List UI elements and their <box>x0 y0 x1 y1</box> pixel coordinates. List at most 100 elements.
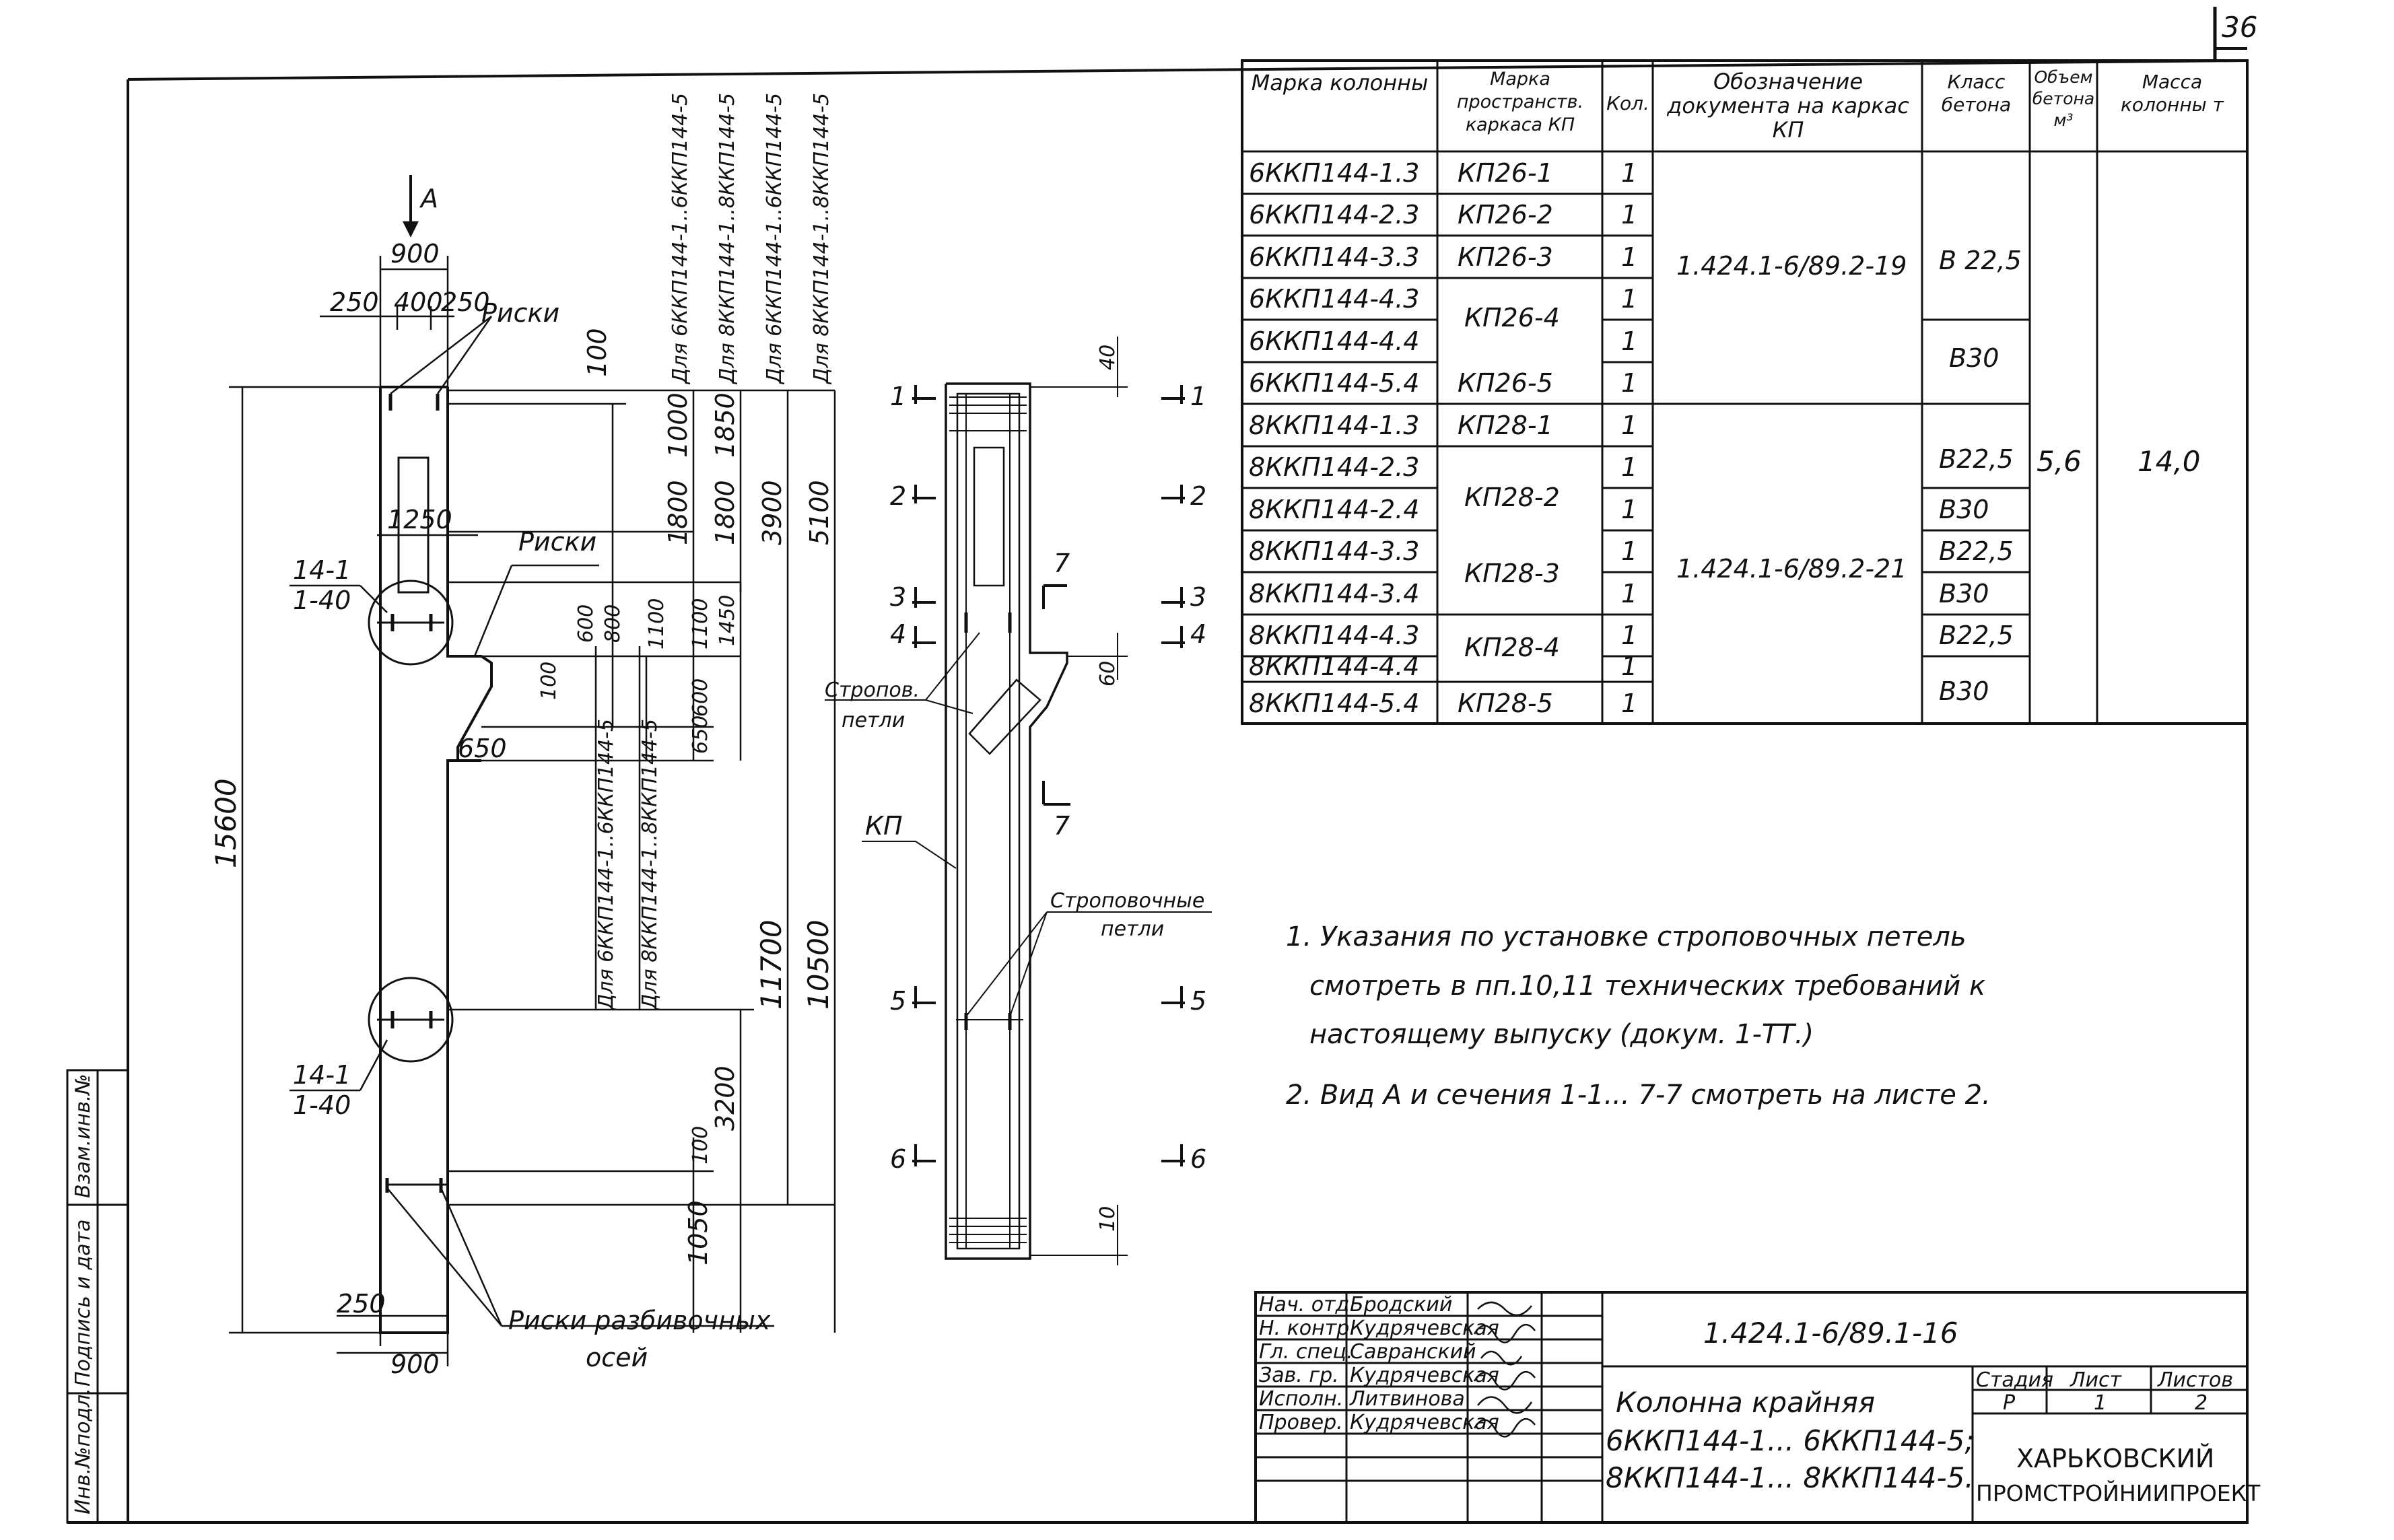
row-qty-11: 1 <box>1621 621 1637 650</box>
side-inv-podl: Инв.№подл. <box>71 1388 95 1514</box>
dim-900-bottom: 900 <box>390 1350 440 1379</box>
riski-bottom-1: Риски разбивочных <box>508 1306 771 1335</box>
row-mark-9: 8ККП144-3.3 <box>1249 536 1419 566</box>
label-6kkp-top2: Для 6ККП144-1..6ККП144-5 <box>763 93 786 385</box>
dim-100-low: 100 <box>689 1126 712 1164</box>
th-mass: Масса колонны т <box>2120 71 2224 116</box>
dim-1450: 1450 <box>716 595 739 646</box>
dim-1800-b: 1800 <box>710 480 740 545</box>
tb-doc-code: 1.424.1-6/89.1-16 <box>1703 1317 1958 1350</box>
strop-petli-1: Строповочные <box>1050 889 1204 913</box>
tb-role-2: Гл. спец. <box>1259 1340 1353 1364</box>
side-strip <box>66 1069 129 1524</box>
dim-1850: 1850 <box>710 392 740 458</box>
concrete-1: В30 <box>1949 343 1999 373</box>
row-kp-1: КП26-2 <box>1458 200 1553 230</box>
dim-800: 800 <box>601 604 625 643</box>
cut-4-right: 4 <box>1190 619 1206 649</box>
row-qty-12: 1 <box>1621 652 1637 681</box>
section-view <box>825 337 1212 1265</box>
dim-1100-b: 1100 <box>689 598 712 650</box>
concrete-3: В30 <box>1939 495 1989 524</box>
row-kp-2: КП26-3 <box>1458 242 1553 272</box>
strop-petli-short-1: Стропов. <box>825 678 920 702</box>
row-mark-10: 8ККП144-3.4 <box>1249 579 1419 608</box>
row-mark-5: 6ККП144-5.4 <box>1249 368 1419 398</box>
label-8kkp-top2: Для 8ККП144-1..8ККП144-5 <box>810 93 833 385</box>
dim-100-top: 100 <box>582 328 612 377</box>
cut-3-right: 3 <box>1190 582 1206 612</box>
riski-bottom-2: осей <box>586 1343 648 1372</box>
dim-3900: 3900 <box>757 480 787 545</box>
row-qty-8: 1 <box>1621 495 1637 524</box>
tb-sheets: 2 <box>2195 1391 2208 1415</box>
side-podpis: Подпись и дата <box>71 1220 95 1387</box>
cut-3-left: 3 <box>890 582 906 612</box>
cut-6-left: 6 <box>890 1144 906 1174</box>
tb-role-3: Зав. гр. <box>1259 1364 1339 1387</box>
callout-1-top: 14-1 <box>293 555 351 585</box>
row-mark-7: 8ККП144-2.3 <box>1249 452 1419 482</box>
tb-role-5: Провер. <box>1259 1411 1343 1434</box>
label-6kkp-mid: Для 6ККП144-1..6ККП144-5 <box>594 719 618 1011</box>
table-rows: 6ККП144-1.3 6ККП144-2.3 6ККП144-3.3 6ККП… <box>1249 158 2201 718</box>
tb-role-4: Исполн. <box>1259 1387 1343 1411</box>
tb-name-5: Кудрячевская <box>1350 1411 1499 1434</box>
dim-600: 600 <box>574 604 598 643</box>
row-mark-13: 8ККП144-5.4 <box>1249 689 1419 718</box>
row-qty-7: 1 <box>1621 452 1637 482</box>
callout-1-bottom: 1-40 <box>293 586 351 615</box>
row-mark-0: 6ККП144-1.3 <box>1249 158 1419 188</box>
concrete-7: В30 <box>1939 676 1989 706</box>
tb-name-1: Кудрячевская <box>1350 1317 1499 1340</box>
riski-mid: Риски <box>518 527 596 557</box>
view-a-label: A <box>419 184 438 213</box>
note-1-line-3: настоящему выпуску (докум. 1-ТТ.) <box>1309 1019 1814 1050</box>
dim-15600: 15600 <box>209 778 242 868</box>
row-kp-28-4: КП28-4 <box>1464 633 1560 662</box>
sheet-frame <box>67 7 2249 1524</box>
tb-stage-h: Стадия <box>1976 1368 2053 1392</box>
riski-top: Риски <box>481 298 559 328</box>
concrete-0: В 22,5 <box>1939 246 2022 275</box>
label-8kkp-mid: Для 8ККП144-1..8ККП144-5 <box>638 719 662 1011</box>
signatures <box>1473 1301 1536 1438</box>
row-qty-2: 1 <box>1621 242 1637 272</box>
side-vzam: Взам.инв.№ <box>71 1074 95 1198</box>
th-qty: Кол. <box>1606 92 1649 114</box>
dim-100-mid: 100 <box>537 662 561 700</box>
cut-2-left: 2 <box>890 481 906 511</box>
dim-1000: 1000 <box>663 392 693 458</box>
row-kp-6: КП28-1 <box>1458 411 1553 440</box>
row-kp-28-3: КП28-3 <box>1464 559 1560 588</box>
row-qty-5: 1 <box>1621 368 1637 398</box>
cut-1-right: 1 <box>1190 382 1206 411</box>
th-volume: Объем бетона м³ <box>2032 67 2095 130</box>
dim-400: 400 <box>394 287 443 317</box>
title-block <box>1254 1291 2249 1524</box>
row-qty-9: 1 <box>1621 536 1637 566</box>
row-mark-11: 8ККП144-4.3 <box>1249 621 1419 650</box>
row-mark-6: 8ККП144-1.3 <box>1249 411 1419 440</box>
dim-250-right: 250 <box>441 287 490 317</box>
dim-5100: 5100 <box>805 480 834 545</box>
row-mark-1: 6ККП144-2.3 <box>1249 200 1419 230</box>
volume: 5,6 <box>2037 445 2082 478</box>
row-mark-8: 8ККП144-2.4 <box>1249 495 1419 524</box>
row-kp-0: КП26-1 <box>1458 158 1553 188</box>
tb-sheets-h: Листов <box>2157 1368 2233 1392</box>
sheet-number: 36 <box>2222 11 2257 44</box>
label-6kkp-top: Для 6ККП144-1..6ККП144-5 <box>669 93 692 385</box>
doc-2: 1.424.1-6/89.2-21 <box>1676 554 1907 584</box>
tb-stage: Р <box>2003 1391 2016 1415</box>
cut-1-left: 1 <box>890 382 906 411</box>
row-mark-4: 6ККП144-4.4 <box>1249 326 1419 356</box>
th-concrete: Класс бетона <box>1941 71 2012 116</box>
row-qty-3: 1 <box>1621 284 1637 314</box>
row-qty-1: 1 <box>1621 200 1637 230</box>
concrete-4: В22,5 <box>1939 536 2014 566</box>
cut-2-right: 2 <box>1190 481 1206 511</box>
row-kp-26-4: КП26-4 <box>1464 303 1560 332</box>
row-qty-13: 1 <box>1621 689 1637 718</box>
